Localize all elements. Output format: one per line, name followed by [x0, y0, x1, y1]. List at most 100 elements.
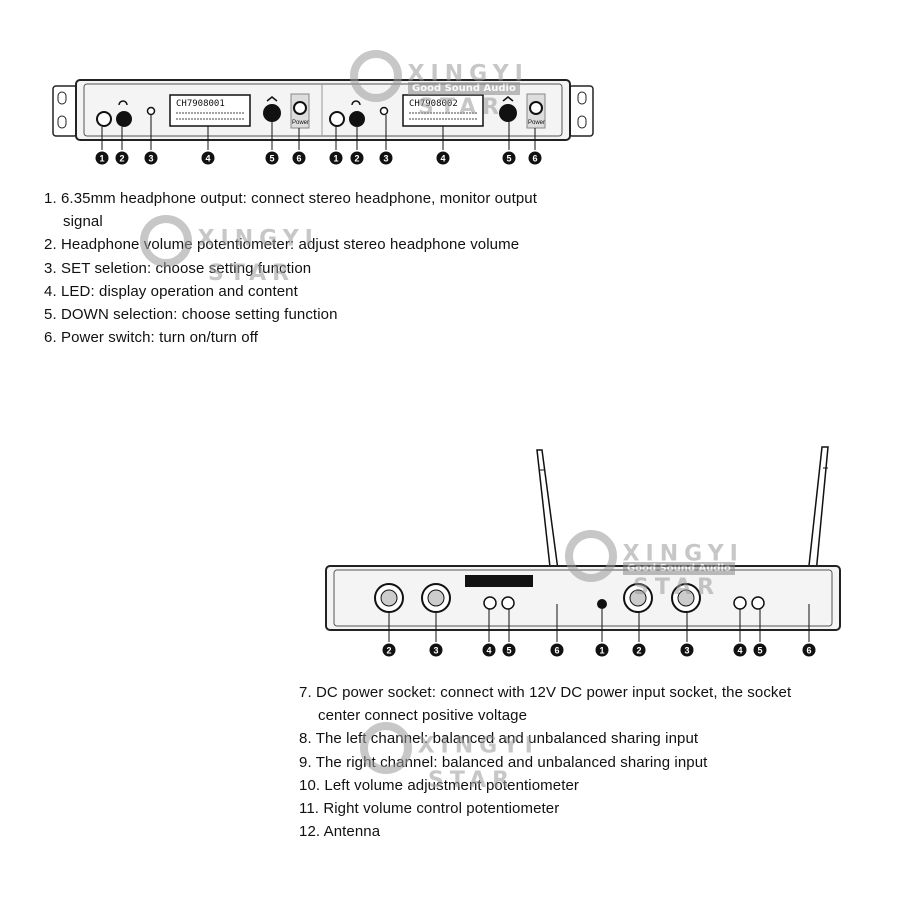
- item-number: 11.: [299, 800, 324, 818]
- volume-pots-a[interactable]: [483, 596, 515, 610]
- xlr-input-left-b[interactable]: [623, 583, 653, 613]
- lcd-display-a: [169, 94, 251, 127]
- rear-callout-number: 5: [506, 646, 511, 656]
- description-item: 4. LED: display operation and content: [44, 280, 537, 303]
- rear-callout-number: 6: [806, 646, 811, 656]
- front-callout-number: 1: [333, 154, 338, 164]
- rear-callout-number: 4: [737, 646, 742, 656]
- rear-callout-number: 1: [599, 646, 604, 656]
- front-panel-description-list: 1. 6.35mm headphone output: connect ster…: [44, 187, 537, 349]
- set-button-b[interactable]: [379, 106, 389, 116]
- front-right-rack-ear: [568, 85, 594, 137]
- watermark-star: STAR: [428, 768, 516, 793]
- xlr-input-right-b[interactable]: [671, 583, 701, 613]
- item-text: Antenna: [323, 823, 381, 841]
- front-callout-circle: [502, 151, 516, 165]
- rear-callout-circle: [632, 643, 646, 657]
- xlr-input-right-a[interactable]: [421, 583, 451, 613]
- watermark-logo-icon: [140, 215, 192, 267]
- headphone-jack-a[interactable]: [96, 111, 112, 127]
- item-text: SET seletion: choose setting function: [60, 259, 312, 277]
- dc-power-socket[interactable]: [597, 599, 607, 609]
- description-item: 9. The right channel: balanced and unbal…: [299, 751, 791, 774]
- rear-callout-circle: [550, 643, 564, 657]
- front-callout-number: 4: [440, 154, 445, 164]
- front-callout-circle: [115, 151, 129, 165]
- description-item: 12. Antenna: [299, 820, 791, 843]
- rear-callout-number: 3: [684, 646, 689, 656]
- front-callout-number: 2: [119, 154, 124, 164]
- front-callout-circle: [528, 151, 542, 165]
- volume-pots-b[interactable]: [733, 596, 765, 610]
- item-number: 5.: [44, 306, 61, 324]
- watermark-star: STAR: [418, 95, 506, 120]
- item-number: 9.: [299, 753, 316, 771]
- watermark-logo-icon: [350, 50, 402, 102]
- volume-knob-b[interactable]: [349, 111, 365, 127]
- volume-knob-a[interactable]: [116, 111, 132, 127]
- front-left-rack-ear: [52, 85, 78, 137]
- front-callout-number: 6: [296, 154, 301, 164]
- item-text: DC power socket: connect with 12V DC pow…: [315, 684, 792, 701]
- front-leader-lines: [101, 115, 536, 150]
- down-button-a[interactable]: [263, 104, 281, 122]
- front-callout-circle: [350, 151, 364, 165]
- watermark: XINGYI Good Sound Audio STAR: [350, 50, 529, 120]
- front-callout-number: 2: [354, 154, 359, 164]
- rear-callout-circle: [733, 643, 747, 657]
- caution-label: [465, 575, 533, 587]
- lcd-text-a: CH7908001: [176, 99, 225, 109]
- set-button-a[interactable]: [146, 106, 156, 116]
- headphone-jack-b[interactable]: [329, 111, 345, 127]
- rear-callout-circle: [595, 643, 609, 657]
- description-item: 11. Right volume control potentiometer: [299, 797, 791, 820]
- description-item: 1. 6.35mm headphone output: connect ster…: [44, 187, 537, 210]
- front-callout-circle: [144, 151, 158, 165]
- front-callout-number: 4: [205, 154, 210, 164]
- front-callout-number: 5: [269, 154, 274, 164]
- item-number: 4.: [44, 282, 61, 300]
- arrow-icon: [502, 96, 514, 102]
- front-callout-number: 3: [148, 154, 153, 164]
- watermark-tagline: Good Sound Audio: [408, 82, 520, 95]
- rear-callout-circle: [802, 643, 816, 657]
- rear-callout-circle: [753, 643, 767, 657]
- item-text: DOWN selection: choose setting function: [60, 306, 338, 324]
- watermark: XINGYI STAR: [360, 722, 539, 793]
- front-callout-circle: [292, 151, 306, 165]
- watermark-logo-icon: [360, 722, 412, 774]
- watermark: XINGYI STAR: [140, 215, 319, 286]
- rear-callout-number: 2: [386, 646, 391, 656]
- item-text: Right volume control potentiometer: [323, 800, 560, 818]
- power-icon: [293, 101, 307, 115]
- rear-callout-circle: [382, 643, 396, 657]
- description-item: 5. DOWN selection: choose setting functi…: [44, 303, 537, 326]
- headphone-icon: [351, 100, 361, 106]
- lcd-text-b: CH7908002: [409, 99, 458, 109]
- power-label-b: Power: [528, 120, 545, 126]
- front-callout-circle: [265, 151, 279, 165]
- power-label-a: Power: [292, 120, 309, 126]
- front-callout-circle: [379, 151, 393, 165]
- xlr-input-left-a[interactable]: [374, 583, 404, 613]
- front-callout-circle: [201, 151, 215, 165]
- item-number: 3.: [44, 259, 61, 277]
- item-number: 7.: [299, 684, 316, 701]
- down-button-b[interactable]: [499, 104, 517, 122]
- rear-callout-number: 5: [757, 646, 762, 656]
- item-number: 2.: [44, 236, 61, 254]
- description-item: 6. Power switch: turn on/turn off: [44, 326, 537, 349]
- rear-callout-number: 3: [433, 646, 438, 656]
- watermark: XINGYI Good Sound Audio STAR: [565, 530, 744, 600]
- watermark-brand: XINGYI: [197, 226, 319, 252]
- front-callout-circle: [436, 151, 450, 165]
- front-callout-number: 6: [532, 154, 537, 164]
- headphone-icon: [118, 100, 128, 106]
- rear-callout-circle: [502, 643, 516, 657]
- rear-callout-circle: [429, 643, 443, 657]
- description-item: 3. SET seletion: choose setting function: [44, 257, 537, 280]
- lcd-display-b: [402, 94, 484, 127]
- item-text-continuation: center connect positive voltage: [318, 707, 528, 725]
